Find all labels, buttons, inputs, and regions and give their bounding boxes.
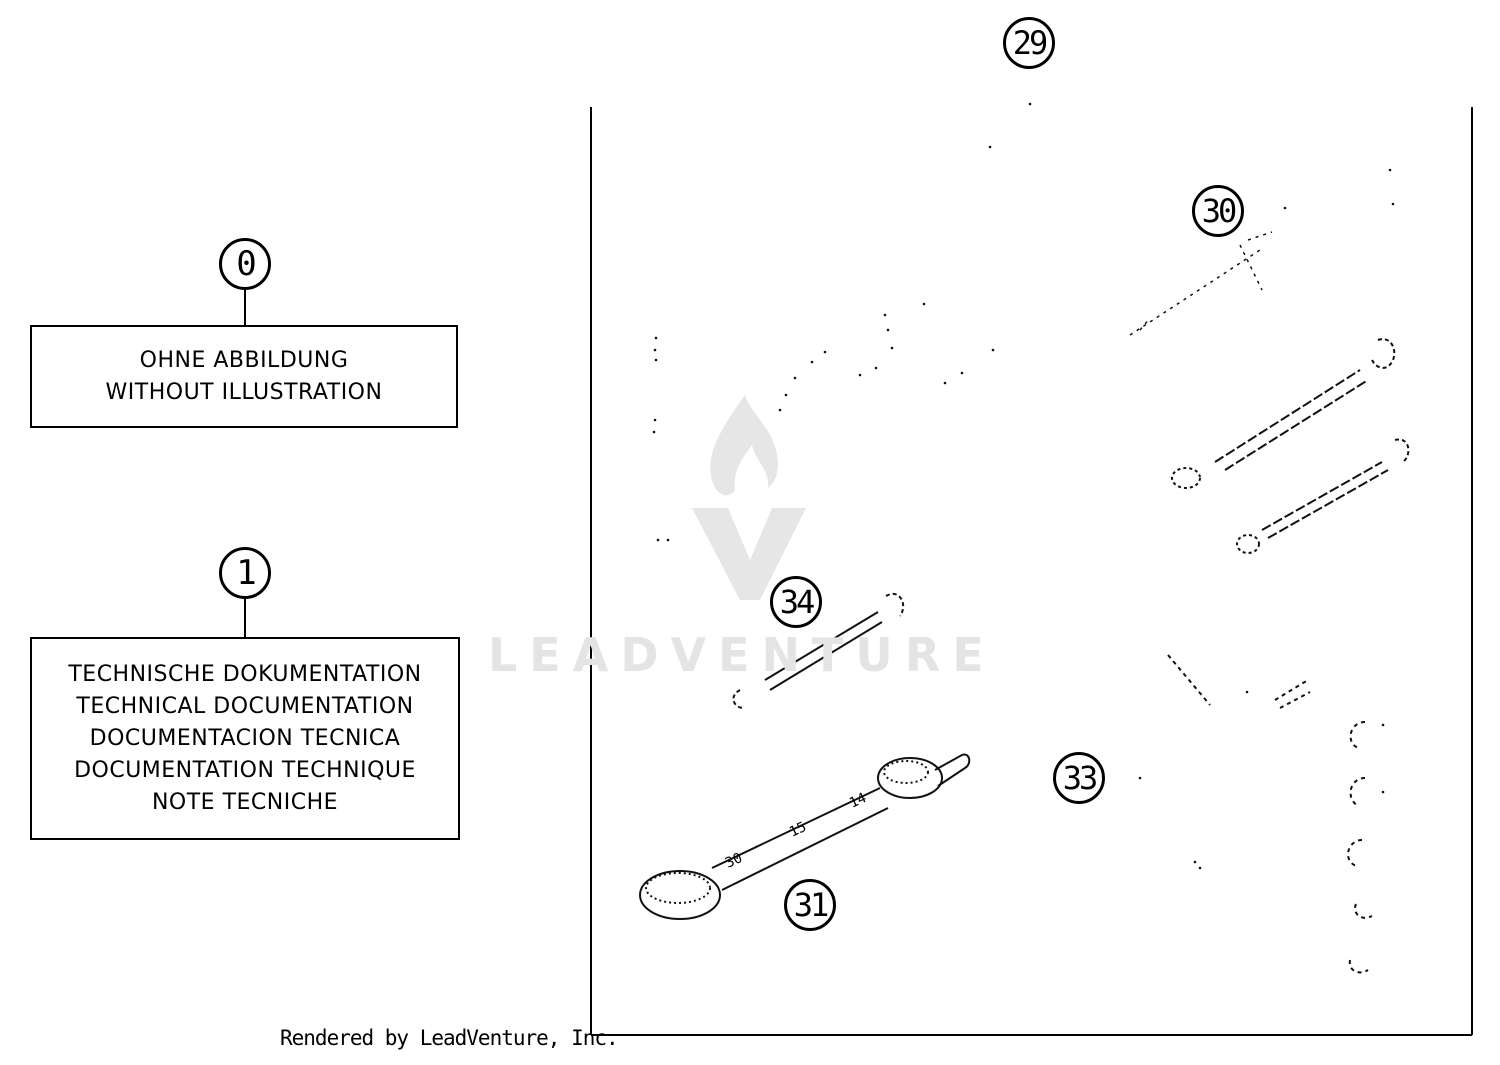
open-wrench-item-34	[732, 593, 905, 709]
small-parts-dots	[1138, 690, 1385, 870]
wrench-mark-15: 15	[787, 819, 809, 841]
callout-29: 29	[1003, 17, 1055, 69]
small-parts-item-33	[1167, 654, 1373, 974]
label-line: OHNE ABBILDUNG	[139, 347, 349, 373]
rendered-by-footer: Rendered by LeadVenture, Inc.	[280, 1026, 619, 1050]
open-wrench-small	[1236, 438, 1410, 554]
callout-31: 31	[784, 879, 836, 931]
callout-1: 1	[219, 547, 271, 599]
wrench-mark-30: 30	[723, 850, 745, 872]
combination-wrench-item-31	[639, 753, 971, 920]
label-line: NOTE TECNICHE	[151, 789, 339, 815]
diagram-frame	[590, 107, 1473, 1036]
label-line: DOCUMENTATION TECHNIQUE	[74, 757, 416, 783]
label-line: WITHOUT ILLUSTRATION	[105, 379, 383, 405]
label-line: TECHNISCHE DOKUMENTATION	[68, 661, 422, 687]
screwdriver-bits-sketch	[1129, 231, 1273, 336]
watermark-logo	[692, 395, 806, 600]
tool-bag-sketch	[652, 102, 1395, 542]
label-line: DOCUMENTACION TECNICA	[89, 725, 401, 751]
watermark-text: LEADVENTURE	[488, 628, 996, 682]
label-box-technical-documentation: TECHNISCHE DOKUMENTATION TECHNICAL DOCUM…	[30, 637, 460, 840]
callout-0: 0	[219, 238, 271, 290]
label-box-without-illustration: OHNE ABBILDUNG WITHOUT ILLUSTRATION	[30, 325, 458, 428]
label-line: TECHNICAL DOCUMENTATION	[76, 693, 414, 719]
callout-33: 33	[1053, 752, 1105, 804]
callout-34: 34	[770, 576, 822, 628]
callout-30: 30	[1192, 185, 1244, 237]
open-wrench-large	[1171, 338, 1396, 489]
wrench-mark-14: 14	[847, 790, 869, 812]
